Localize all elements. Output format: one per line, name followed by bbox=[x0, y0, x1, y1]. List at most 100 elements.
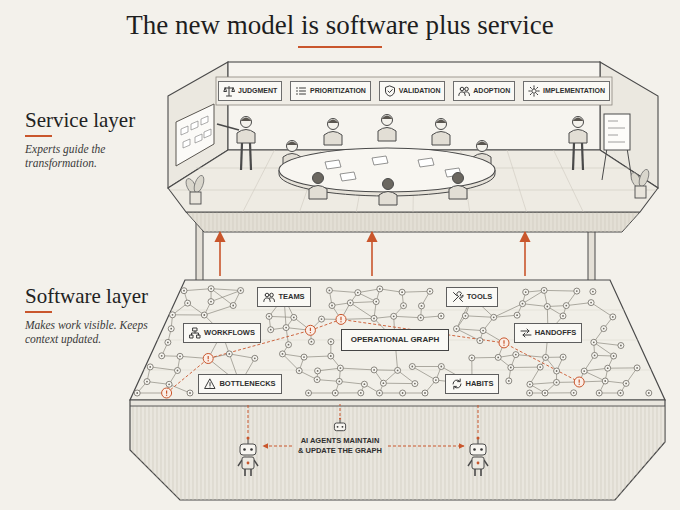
graph-node bbox=[208, 299, 214, 305]
person-head bbox=[573, 117, 584, 128]
graph-node-dot bbox=[146, 381, 148, 383]
person-hair bbox=[573, 118, 584, 122]
graph-node-dot bbox=[402, 392, 404, 394]
person bbox=[379, 179, 397, 206]
graph-link bbox=[211, 291, 241, 302]
graph-link bbox=[457, 329, 484, 331]
icon bbox=[223, 85, 235, 97]
graph-node-dot bbox=[583, 370, 585, 372]
person-hair bbox=[477, 142, 488, 146]
graph-node-dot bbox=[210, 301, 212, 303]
graph-node-dot bbox=[576, 290, 578, 292]
stage-underside bbox=[186, 212, 640, 232]
graph-node-dot bbox=[167, 342, 169, 344]
graph-node bbox=[438, 313, 444, 319]
graph-link bbox=[608, 367, 637, 368]
graph-link bbox=[402, 291, 430, 293]
graph-node-dot bbox=[590, 302, 592, 304]
agent-link bbox=[388, 446, 464, 447]
laptop bbox=[372, 156, 388, 165]
graph-node-dot bbox=[479, 340, 481, 342]
graph-node bbox=[563, 303, 569, 309]
robot-body bbox=[472, 457, 484, 469]
graph-node bbox=[554, 368, 560, 374]
icon bbox=[451, 378, 463, 390]
graph-node-dot bbox=[393, 315, 395, 317]
graph-node bbox=[560, 313, 566, 319]
graph-node bbox=[560, 354, 566, 360]
graph-node bbox=[422, 390, 428, 396]
person-head bbox=[328, 119, 339, 130]
alert-node bbox=[499, 338, 509, 348]
flipchart bbox=[604, 114, 630, 150]
graph-node bbox=[377, 390, 383, 396]
graph-node-dot bbox=[338, 381, 340, 383]
graph-node bbox=[506, 378, 512, 384]
graph-node-dot bbox=[562, 356, 564, 358]
graph-node-dot bbox=[334, 392, 336, 394]
graph-node bbox=[395, 367, 401, 373]
icon bbox=[384, 85, 396, 97]
graph-node-dot bbox=[330, 341, 332, 343]
graph-node bbox=[268, 327, 274, 333]
robot-leg bbox=[474, 469, 476, 476]
graph-node bbox=[591, 339, 597, 345]
robot-eye bbox=[250, 448, 253, 451]
sticky-note bbox=[204, 129, 211, 138]
graph-node-dot bbox=[340, 367, 342, 369]
graph-link bbox=[329, 290, 357, 292]
graph-node bbox=[592, 352, 598, 358]
graph-link bbox=[544, 290, 577, 292]
surface-line bbox=[171, 310, 624, 311]
graph-link bbox=[309, 393, 336, 394]
graph-node-dot bbox=[254, 357, 256, 359]
graph-node bbox=[400, 390, 406, 396]
graph-node bbox=[296, 368, 302, 374]
icon bbox=[295, 85, 307, 97]
graph-node bbox=[433, 377, 439, 383]
graph-node bbox=[409, 364, 415, 370]
alert-mark-dot bbox=[208, 360, 209, 361]
graph-node-dot bbox=[603, 328, 605, 330]
graph-node-dot bbox=[401, 291, 403, 293]
graph-node bbox=[602, 378, 608, 384]
flipchart-line bbox=[608, 128, 625, 129]
graph-node bbox=[326, 287, 332, 293]
robot-arm bbox=[254, 460, 258, 466]
graph-node bbox=[554, 379, 560, 385]
graph-node-dot bbox=[497, 357, 499, 359]
agent-link bbox=[478, 404, 479, 433]
graph-node-dot bbox=[598, 392, 600, 394]
connector-arrow bbox=[524, 232, 526, 276]
graph-node-dot bbox=[636, 367, 638, 369]
graph-link bbox=[545, 392, 574, 393]
alert-mark-dot bbox=[503, 345, 504, 346]
graph-node-dot bbox=[149, 366, 151, 368]
robot-leg bbox=[480, 469, 482, 476]
graph-node-dot bbox=[210, 288, 212, 290]
graph-link bbox=[530, 382, 557, 384]
graph-node bbox=[491, 314, 497, 320]
graph-node bbox=[314, 377, 320, 383]
graph-node bbox=[329, 303, 335, 309]
graph-node-dot bbox=[308, 392, 310, 394]
person-head bbox=[477, 141, 488, 152]
graph-node bbox=[147, 364, 153, 370]
person-body bbox=[378, 128, 396, 142]
operational-graph-box: OPERATIONAL GRAPH bbox=[341, 329, 450, 351]
person-head bbox=[383, 179, 394, 190]
graph-box: WORKFLOWS bbox=[183, 323, 261, 343]
graph-node-dot bbox=[170, 328, 172, 330]
icon-path bbox=[529, 86, 539, 96]
surface-line bbox=[144, 370, 652, 371]
robot-head bbox=[240, 444, 256, 455]
person-head bbox=[287, 141, 298, 152]
graph-node bbox=[181, 288, 187, 294]
plant-pot bbox=[635, 186, 646, 198]
graph-node bbox=[513, 352, 519, 358]
person-hair bbox=[436, 120, 447, 124]
meeting-table bbox=[279, 148, 495, 192]
alert-node bbox=[574, 377, 584, 387]
graph-node-dot bbox=[529, 383, 531, 385]
graph-node-dot bbox=[189, 392, 191, 394]
